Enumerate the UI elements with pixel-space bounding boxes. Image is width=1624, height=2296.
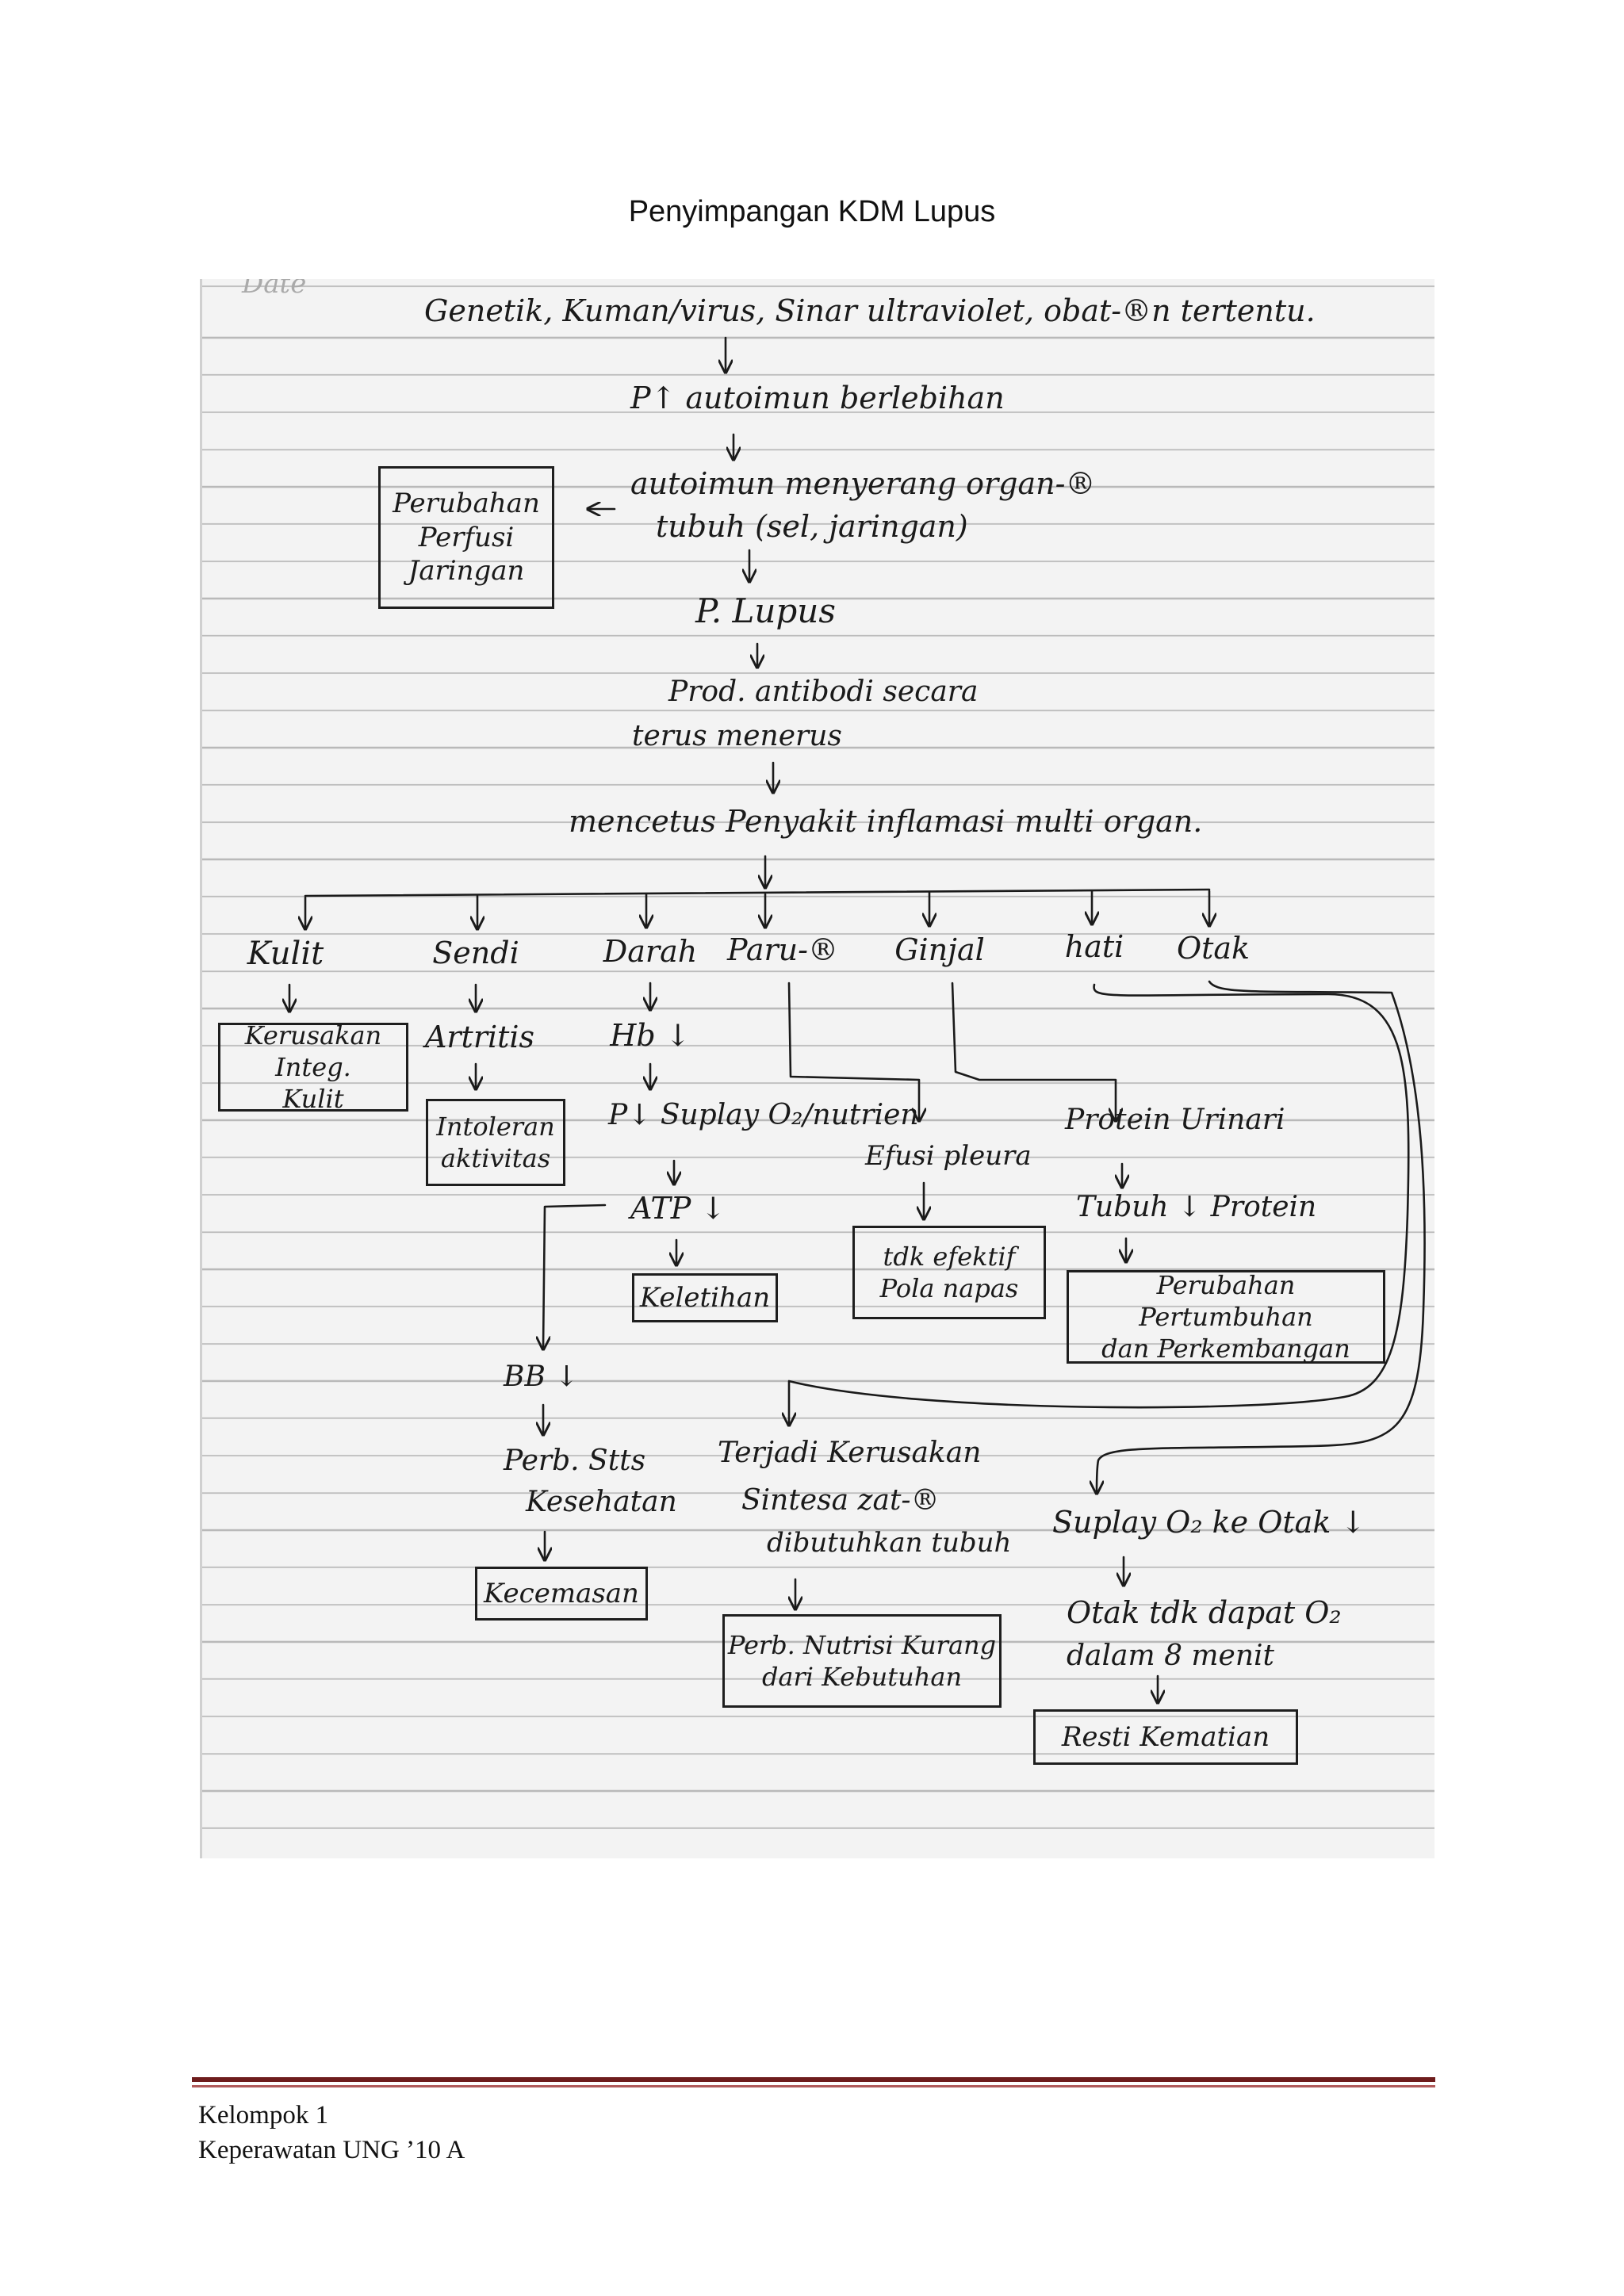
organ-otak: Otak	[1176, 931, 1251, 966]
autoimmune-attack-text-1: autoimun menyerang organ-®	[630, 466, 1096, 501]
skin-integrity-box: Kerusakan Integ. Kulit	[218, 1020, 408, 1114]
growth-box-line-1: Perubahan Pertumbuhan	[1139, 1270, 1313, 1332]
footer-program: Keperawatan UNG ’10 A	[198, 2136, 465, 2164]
organ-paru: Paru-®	[727, 932, 838, 967]
organ-ginjal: Ginjal	[894, 932, 985, 967]
footer-rule	[192, 2077, 1435, 2082]
brain-oxygen-supply-text: Suplay O₂ ke Otak ↓	[1052, 1505, 1366, 1540]
organ-sendi: Sendi	[432, 936, 519, 970]
synthesis-text-2: Sintesa zat-®	[741, 1484, 940, 1517]
autoimmune-excess-text: P↑ autoimun berlebihan	[630, 381, 1005, 415]
breathing-pattern-box: tdk efektif Pola napas	[852, 1226, 1046, 1319]
autoimmune-attack-text-2: tubuh (sel, jaringan)	[656, 509, 968, 544]
handwritten-diagram: Date Genetik, Kuman/virus, Sinar ultravi…	[200, 279, 1434, 1858]
body-protein-down-text: Tubuh ↓ Protein	[1076, 1191, 1317, 1223]
inflammation-text: mencetus Penyakit inflamasi multi organ.	[569, 804, 1203, 839]
oxygen-supply-down-text: P↓ Suplay O₂/nutrien	[608, 1099, 919, 1131]
lupus-text: P. Lupus	[695, 591, 836, 630]
urine-protein-text: Protein Urinari	[1065, 1104, 1285, 1136]
intolerance-box: Intoleran aktivitas	[426, 1099, 565, 1186]
perfusion-box-line-3: Jaringan	[408, 555, 525, 587]
antibody-text-1: Prod. antibodi secara	[668, 675, 979, 708]
skin-box-line-1: Kerusakan Integ.	[244, 1020, 382, 1082]
nutrition-deficit-box: Perb. Nutrisi Kurang dari Kebutuhan	[722, 1614, 1002, 1708]
nutrition-box-line-1: Perb. Nutrisi Kurang	[727, 1630, 997, 1660]
organ-hati: hati	[1064, 929, 1124, 964]
brain-oxygen-text-2: dalam 8 menit	[1067, 1640, 1275, 1672]
nutrition-box-line-2: dari Kebutuhan	[761, 1662, 963, 1692]
growth-box-line-2: dan Perkembangan	[1101, 1334, 1350, 1364]
death-box-line-1: Resti Kematian	[1061, 1720, 1270, 1753]
arrow-hati-to-synthesis	[789, 983, 1410, 1424]
footer-rule-accent	[192, 2085, 1435, 2087]
brain-oxygen-text-1: Otak tdk dapat O₂	[1067, 1595, 1342, 1630]
health-status-text-1: Perb. Stts	[504, 1445, 646, 1477]
fatigue-box: Keletihan	[632, 1273, 778, 1322]
atp-down-text: ATP ↓	[630, 1191, 726, 1226]
perfusion-box-line-2: Perfusi	[418, 521, 515, 553]
footer-group: Kelompok 1	[198, 2101, 329, 2130]
arrow-otak-to-brain-supply	[1097, 980, 1426, 1492]
growth-development-box: Perubahan Pertumbuhan dan Perkembangan	[1067, 1270, 1385, 1364]
health-status-text-2: Kesehatan	[526, 1486, 677, 1518]
skin-box-line-2: Kulit	[282, 1084, 344, 1114]
intolerance-box-line-1: Intoleran	[436, 1112, 555, 1142]
branch-bar	[304, 888, 1211, 897]
diagram-connectors	[202, 336, 1426, 1858]
hb-down-text: Hb ↓	[610, 1018, 691, 1053]
arrow-ginjal-to-urine	[951, 982, 1116, 1119]
breathing-box-line-1: tdk efektif	[883, 1242, 1016, 1272]
top-cut-text: Date	[242, 279, 307, 300]
document-title: Penyimpangan KDM Lupus	[628, 195, 996, 228]
organ-darah: Darah	[603, 934, 698, 969]
death-risk-box: Resti Kematian	[1033, 1709, 1298, 1765]
organ-kulit: Kulit	[247, 936, 324, 972]
arthritis-text: Artritis	[424, 1020, 535, 1054]
anxiety-box-line-1: Kecemasan	[484, 1577, 639, 1609]
arrow-atp-to-weight	[543, 1203, 607, 1348]
weight-down-text: BB ↓	[504, 1360, 579, 1393]
pleural-effusion-text: Efusi pleura	[865, 1140, 1032, 1172]
fatigue-box-line-1: Keletihan	[639, 1281, 771, 1314]
intolerance-box-line-2: aktivitas	[440, 1143, 551, 1173]
synthesis-text-1: Terjadi Kerusakan	[718, 1437, 982, 1469]
anxiety-box: Kecemasan	[475, 1567, 648, 1621]
perfusion-change-box: Perubahan Perfusi Jaringan	[378, 466, 554, 609]
antibody-text-2: terus menerus	[632, 720, 842, 752]
perfusion-box-line-1: Perubahan	[393, 488, 540, 520]
causes-text: Genetik, Kuman/virus, Sinar ultraviolet,…	[424, 293, 1316, 328]
arrow-paru-to-effusion	[787, 982, 919, 1119]
synthesis-text-3: dibutuhkan tubuh	[767, 1527, 1012, 1559]
breathing-box-line-2: Pola napas	[879, 1273, 1019, 1303]
